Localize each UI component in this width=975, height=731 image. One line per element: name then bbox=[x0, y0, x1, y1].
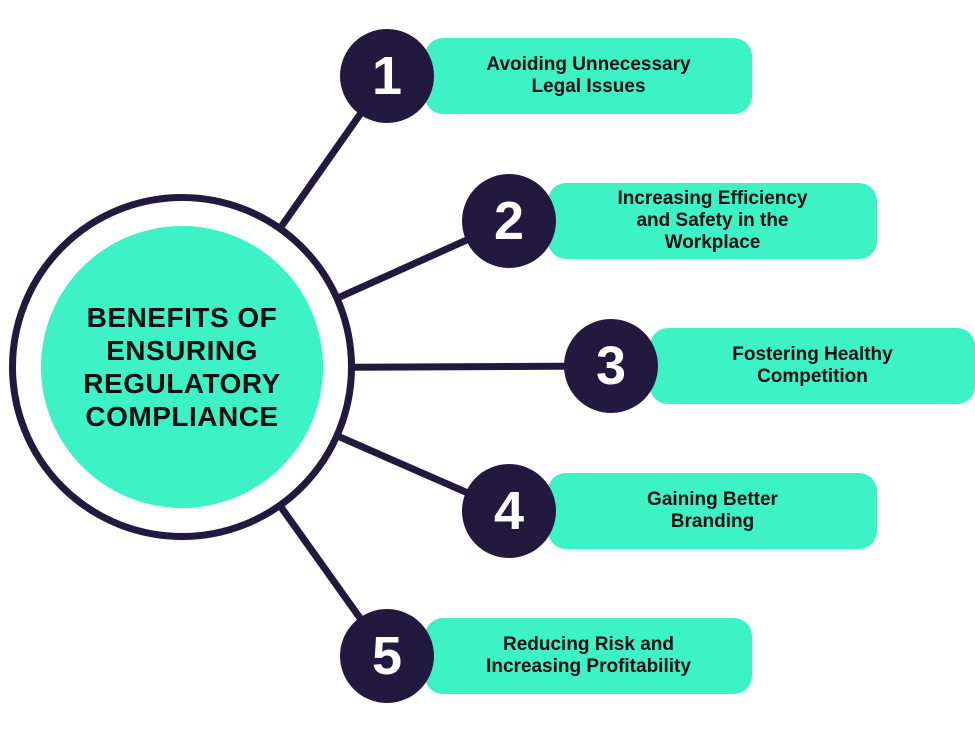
benefit-label-line: Legal Issues bbox=[531, 76, 646, 97]
central-topic-inner-circle: BENEFITS OF ENSURING REGULATORY COMPLIAN… bbox=[41, 226, 323, 508]
central-topic-circle: BENEFITS OF ENSURING REGULATORY COMPLIAN… bbox=[9, 194, 355, 540]
benefit-card-2: Increasing Efficiency and Safety in the … bbox=[548, 183, 877, 259]
benefit-label-line: Competition bbox=[757, 366, 868, 387]
benefit-number-3: 3 bbox=[595, 336, 627, 396]
benefit-number-badge-3: 3 bbox=[564, 319, 658, 413]
benefit-number-4: 4 bbox=[493, 481, 525, 541]
benefit-label-line: Increasing Profitability bbox=[486, 656, 691, 677]
benefit-card-1: Avoiding Unnecessary Legal Issues bbox=[425, 38, 752, 114]
benefit-number-badge-4: 4 bbox=[462, 464, 556, 558]
benefit-number-badge-5: 5 bbox=[340, 609, 434, 703]
benefit-number-badge-1: 1 bbox=[340, 29, 434, 123]
central-topic-title: BENEFITS OF ENSURING REGULATORY COMPLIAN… bbox=[83, 301, 280, 433]
central-topic-title-line: REGULATORY bbox=[83, 368, 281, 399]
benefit-label-5: Reducing Risk and Increasing Profitabili… bbox=[486, 634, 691, 678]
benefit-label-line: Reducing Risk and bbox=[502, 634, 674, 655]
benefit-number-1: 1 bbox=[371, 46, 403, 106]
benefit-label-line: Fostering Healthy bbox=[732, 344, 893, 365]
benefit-card-3: Fostering Healthy Competition bbox=[650, 328, 975, 404]
benefit-label-line: Gaining Better bbox=[647, 489, 778, 510]
central-topic-title-line: ENSURING bbox=[106, 335, 258, 366]
central-topic-title-line: BENEFITS OF bbox=[86, 302, 278, 333]
benefit-label-2: Increasing Efficiency and Safety in the … bbox=[617, 188, 807, 254]
benefit-label-line: Branding bbox=[670, 511, 755, 532]
benefit-label-4: Gaining Better Branding bbox=[647, 489, 778, 533]
benefit-label-line: and Safety in the bbox=[636, 210, 789, 231]
benefit-label-line: Workplace bbox=[664, 232, 761, 253]
benefit-number-5: 5 bbox=[371, 626, 403, 686]
benefit-number-2: 2 bbox=[493, 191, 525, 251]
benefit-label-line: Avoiding Unnecessary bbox=[486, 54, 691, 75]
benefit-label-3: Fostering Healthy Competition bbox=[732, 344, 892, 388]
benefit-label-line: Increasing Efficiency bbox=[617, 188, 808, 209]
benefit-label-1: Avoiding Unnecessary Legal Issues bbox=[486, 54, 690, 98]
central-topic-title-line: COMPLIANCE bbox=[85, 401, 279, 432]
benefit-card-4: Gaining Better Branding bbox=[548, 473, 877, 549]
benefit-number-badge-2: 2 bbox=[462, 174, 556, 268]
benefit-card-5: Reducing Risk and Increasing Profitabili… bbox=[425, 618, 752, 694]
